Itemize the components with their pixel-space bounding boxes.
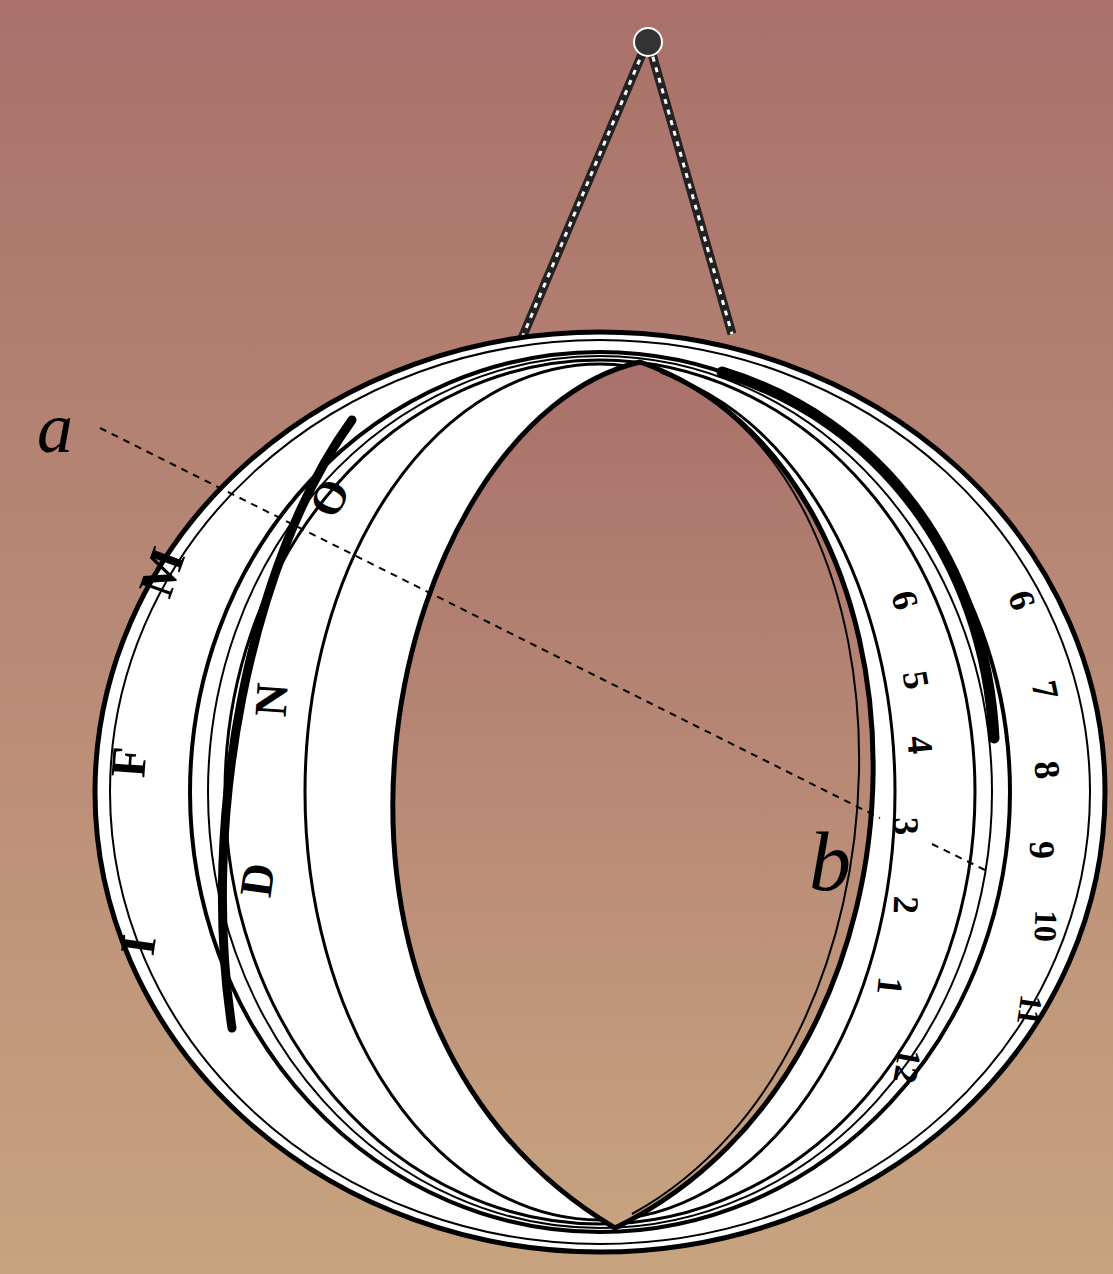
hour-number: 11	[1012, 993, 1048, 1027]
month-letter: N	[248, 682, 296, 718]
hour-number: 6	[1002, 586, 1042, 614]
month-letter: I	[112, 932, 164, 958]
hour-number: 4	[901, 734, 938, 755]
ring-bands	[95, 332, 1105, 1252]
sight-slots	[222, 372, 994, 1028]
sight-line	[100, 428, 985, 870]
month-letter: M	[130, 541, 193, 602]
hour-number: 12	[887, 1046, 926, 1085]
hour-number: 1	[871, 975, 909, 997]
hour-number: 7	[1026, 677, 1065, 702]
hour-number: 3	[888, 816, 925, 835]
month-letter: D	[233, 860, 283, 899]
point-label: a	[37, 392, 73, 464]
month-letter: F	[102, 745, 154, 779]
hanging-cord	[522, 28, 732, 338]
hour-number: 6	[885, 587, 924, 614]
hour-number: 8	[1028, 759, 1066, 781]
point-label: b	[809, 820, 851, 904]
hour-number: 10	[1029, 909, 1062, 942]
month-letter: O	[301, 472, 358, 524]
hour-number: 2	[888, 895, 925, 914]
hour-number: 9	[1024, 840, 1061, 859]
hour-number: 5	[897, 668, 936, 692]
